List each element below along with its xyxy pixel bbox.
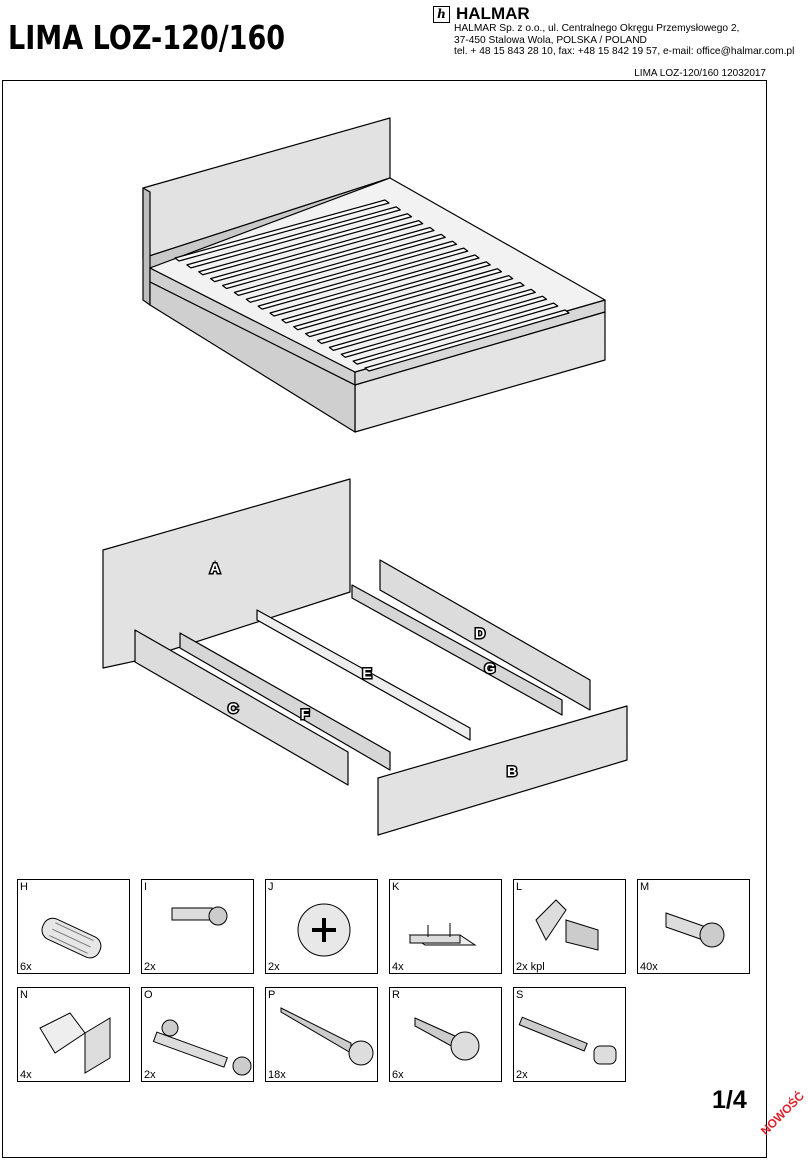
address-line-2: 37-450 Stalowa Wola, POLSKA / POLAND — [454, 34, 647, 46]
angle-bracket-icon — [39, 1012, 111, 1074]
part-quantity: 2x kpl — [516, 961, 545, 973]
short-screw-icon — [414, 1017, 480, 1061]
part-quantity: 18x — [268, 1069, 286, 1081]
part-code: S — [516, 989, 524, 1001]
label-g: G — [485, 660, 496, 676]
part-code: K — [392, 881, 400, 893]
part-code: I — [144, 881, 148, 893]
bolt-connector-icon — [171, 906, 228, 926]
part-quantity: 2x — [268, 961, 280, 973]
part-box-n: N 4x — [17, 987, 130, 1082]
address-line-1: HALMAR Sp. z o.o., ul. Centralnego Okręg… — [454, 23, 740, 34]
slat — [293, 268, 503, 331]
document-reference: LIMA LOZ-120/160 12032017 — [634, 68, 766, 79]
connector-bolt-icon — [152, 1019, 252, 1076]
slat — [316, 281, 525, 345]
part-code: H — [20, 881, 28, 893]
wood-screw-icon — [280, 1007, 374, 1066]
part-box-p: P 18x — [265, 987, 378, 1082]
panel-e-slat — [256, 609, 471, 741]
part-quantity: 40x — [640, 961, 658, 973]
pad-icon — [408, 923, 477, 946]
part-code: R — [392, 989, 400, 1001]
part-code: N — [20, 989, 28, 1001]
label-a: A — [210, 560, 220, 576]
label-f: F — [301, 706, 310, 722]
part-quantity: 6x — [392, 1069, 404, 1081]
part-code: L — [516, 881, 523, 893]
assembly-illustration: A B C D E F G — [102, 117, 628, 836]
slat — [221, 226, 435, 290]
page-title: LIMA LOZ-120/160 — [8, 18, 286, 57]
cam-lock-icon — [297, 903, 351, 957]
part-quantity: 4x — [20, 1069, 32, 1081]
part-quantity: 4x — [392, 961, 404, 973]
label-c: C — [228, 700, 238, 716]
halmar-logo-icon: h — [433, 5, 450, 23]
part-code: J — [268, 881, 274, 893]
brand: h HALMAR — [433, 4, 530, 24]
panel-c-side — [134, 629, 349, 786]
bracket-set-icon — [535, 899, 599, 951]
panel-b-footboard — [377, 705, 628, 836]
slat — [210, 220, 424, 283]
part-box-m: M 40x — [637, 879, 750, 974]
part-quantity: 6x — [20, 961, 32, 973]
part-box-o: O 2x — [141, 987, 254, 1082]
slat — [281, 261, 491, 324]
part-box-s: S 2x — [513, 987, 626, 1082]
plug-screw-icon — [665, 912, 725, 948]
part-box-j: J 2x — [265, 879, 378, 974]
slat — [233, 233, 446, 296]
part-quantity: 2x — [144, 961, 156, 973]
part-box-k: K 4x — [389, 879, 502, 974]
part-code: O — [144, 989, 153, 1001]
label-e: E — [362, 665, 371, 681]
page-number: 1/4 — [712, 1086, 747, 1114]
slat — [198, 213, 413, 276]
part-box-i: I 2x — [141, 879, 254, 974]
panel-d-side — [379, 559, 591, 711]
slat — [269, 254, 480, 317]
bed-slats — [174, 199, 570, 372]
slat — [305, 275, 514, 338]
brand-name: HALMAR — [456, 4, 530, 23]
part-box-l: L 2x kpl — [513, 879, 626, 974]
slat — [186, 206, 401, 269]
slat — [352, 302, 559, 365]
company-address: HALMAR Sp. z o.o., ul. Centralnego Okręg… — [454, 23, 794, 58]
slat — [340, 295, 548, 358]
address-line-3: tel. + 48 15 843 28 10, fax: +48 15 842 … — [454, 46, 795, 57]
instruction-frame — [2, 80, 767, 1158]
slat — [245, 240, 458, 303]
slat — [328, 288, 536, 351]
panel-a-headboard — [102, 478, 351, 669]
dowel-icon — [41, 917, 102, 959]
slat — [257, 247, 469, 310]
panel-g-rail — [351, 584, 563, 716]
label-d: D — [475, 625, 485, 641]
part-box-r: R 6x — [389, 987, 502, 1082]
label-b: B — [507, 763, 517, 779]
panel-f-rail — [179, 632, 391, 771]
barrel-bolt-icon — [518, 1016, 617, 1065]
slat — [364, 309, 570, 372]
part-quantity: 2x — [144, 1069, 156, 1081]
part-code: P — [268, 989, 276, 1001]
slat — [174, 199, 390, 262]
part-code: M — [640, 881, 650, 893]
part-quantity: 2x — [516, 1069, 528, 1081]
part-box-h: H 6x — [17, 879, 130, 974]
